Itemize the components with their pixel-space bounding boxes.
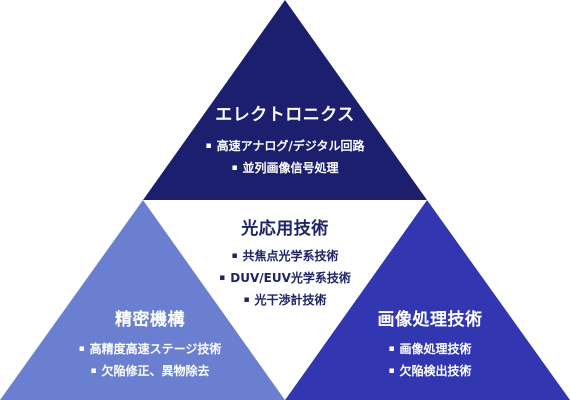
list-item: 共焦点光学系技術 <box>185 245 385 267</box>
left-section: 精密機構 高精度高速ステージ技術 欠陥修正、異物除去 <box>55 305 245 382</box>
right-section-title: 画像処理技術 <box>377 310 483 330</box>
list-item: 欠陥検出技術 <box>345 360 515 382</box>
center-section-items: 共焦点光学系技術 DUV/EUV光学系技術 光干渉計技術 <box>185 245 385 311</box>
list-item: 画像処理技術 <box>345 338 515 360</box>
list-item: 高速アナログ/デジタル回路 <box>185 135 385 157</box>
list-item: 光干渉計技術 <box>185 289 385 311</box>
left-section-title: 精密機構 <box>115 310 185 330</box>
top-section-items: 高速アナログ/デジタル回路 並列画像信号処理 <box>185 135 385 179</box>
list-item: 高精度高速ステージ技術 <box>55 338 245 360</box>
center-section-title: 光応用技術 <box>241 219 329 239</box>
top-section-title: エレクトロニクス <box>215 105 355 125</box>
right-section: 画像処理技術 画像処理技術 欠陥検出技術 <box>345 305 515 382</box>
top-section: エレクトロニクス 高速アナログ/デジタル回路 並列画像信号処理 <box>185 100 385 179</box>
list-item: 並列画像信号処理 <box>185 157 385 179</box>
right-section-items: 画像処理技術 欠陥検出技術 <box>345 338 515 382</box>
left-section-items: 高精度高速ステージ技術 欠陥修正、異物除去 <box>55 338 245 382</box>
list-item: DUV/EUV光学系技術 <box>185 267 385 289</box>
center-section: 光応用技術 共焦点光学系技術 DUV/EUV光学系技術 光干渉計技術 <box>185 214 385 311</box>
list-item: 欠陥修正、異物除去 <box>55 360 245 382</box>
